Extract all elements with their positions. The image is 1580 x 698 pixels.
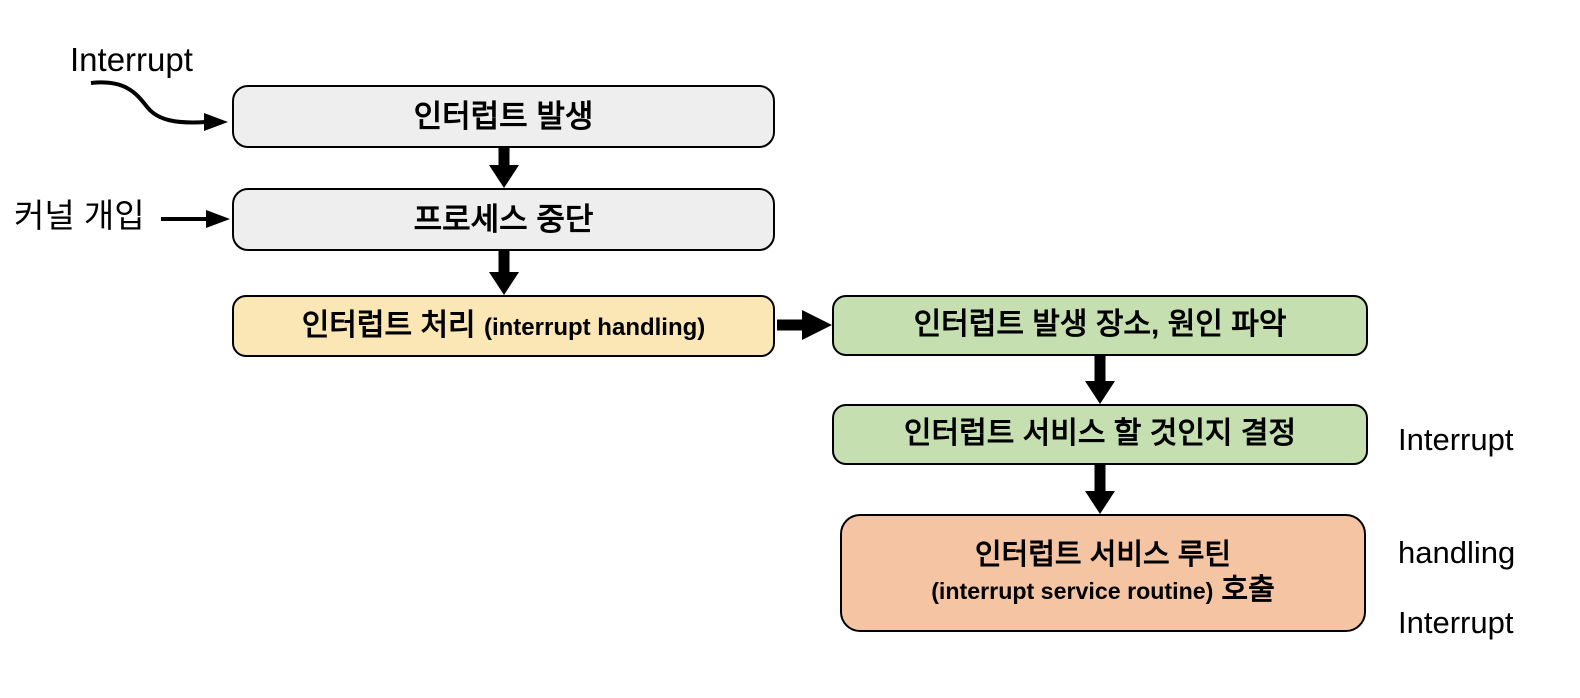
arrow-interrupt-to-occur bbox=[90, 80, 228, 131]
node-decide-service-label: 인터럽트 서비스 할 것인지 결정 bbox=[903, 417, 1297, 451]
node-call-isr-line2: (interrupt service routine) 호출 bbox=[931, 573, 1275, 608]
node-call-isr-line2-sub: (interrupt service routine) bbox=[931, 578, 1214, 604]
arrow-handling-to-cause bbox=[777, 310, 832, 340]
node-interrupt-occur-label: 인터럽트 발생 bbox=[413, 98, 594, 134]
node-find-location-cause[interactable]: 인터럽트 발생 장소, 원인 파악 bbox=[832, 295, 1368, 356]
node-interrupt-handling[interactable]: 인터럽트 처리 (interrupt handling) bbox=[232, 295, 775, 357]
node-call-isr[interactable]: 인터럽트 서비스 루틴 (interrupt service routine) … bbox=[840, 514, 1366, 632]
node-call-isr-inner: 인터럽트 서비스 루틴 (interrupt service routine) … bbox=[931, 538, 1275, 609]
annotation-interrupt-service-line1: Interrupt bbox=[1398, 604, 1514, 640]
annotation-kernel-intrusion: 커널 개입 bbox=[14, 197, 145, 234]
annotation-interrupt-handling-group: Interrupt handling bbox=[1398, 345, 1515, 648]
node-interrupt-occur[interactable]: 인터럽트 발생 bbox=[232, 85, 775, 148]
node-call-isr-line2-tail: 호출 bbox=[1213, 574, 1275, 606]
node-process-suspend-label: 프로세스 중단 bbox=[413, 201, 594, 237]
node-find-location-cause-label: 인터럽트 발생 장소, 원인 파악 bbox=[913, 308, 1287, 342]
arrow-cause-to-decide bbox=[1085, 356, 1115, 404]
node-interrupt-handling-label: 인터럽트 처리 bbox=[301, 308, 476, 342]
annotation-interrupt-handling-line2: handling bbox=[1398, 535, 1516, 571]
node-interrupt-handling-inner: 인터럽트 처리 (interrupt handling) bbox=[302, 308, 706, 345]
annotation-interrupt: Interrupt bbox=[70, 41, 193, 78]
arrow-kernel-to-suspend bbox=[161, 210, 230, 228]
node-interrupt-handling-sublabel: (interrupt handling) bbox=[483, 313, 706, 341]
node-decide-service[interactable]: 인터럽트 서비스 할 것인지 결정 bbox=[832, 404, 1368, 465]
node-process-suspend[interactable]: 프로세스 중단 bbox=[232, 188, 775, 251]
annotation-interrupt-service-group: Interrupt service bbox=[1398, 528, 1513, 698]
node-call-isr-line1: 인터럽트 서비스 루틴 bbox=[974, 538, 1232, 571]
arrow-suspend-to-handling bbox=[489, 251, 519, 295]
arrow-occur-to-suspend bbox=[489, 148, 519, 188]
arrow-decide-to-isr bbox=[1085, 465, 1115, 514]
annotation-interrupt-handling-line1: Interrupt bbox=[1398, 421, 1514, 457]
